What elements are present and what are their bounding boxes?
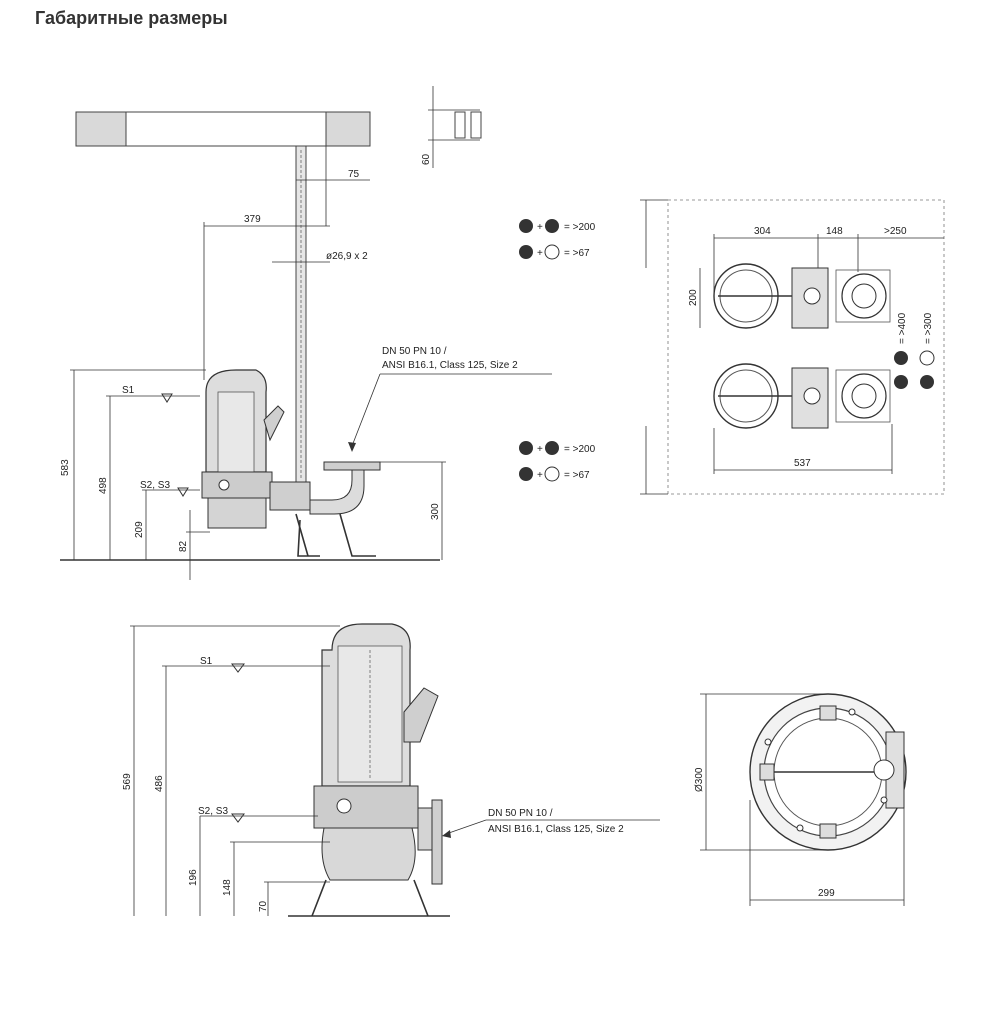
dim-304-label: 304 [754, 226, 771, 237]
discharge-flange [323, 461, 381, 471]
rule2-label: = >67 [564, 248, 590, 259]
clearance-rule-vertical: = >400 = >300 [894, 312, 935, 389]
ceiling-slab-right [325, 111, 371, 147]
pump-unit-lower [713, 363, 891, 429]
s2s3-bottom-label: S2, S3 [198, 806, 228, 817]
installation-side-view: 75 379 ø26,9 x 2 60 DN 50 PN 10 / ANSI [60, 86, 552, 580]
rule4-label: = >67 [564, 470, 590, 481]
installation-plan-view: + = >200 + = >67 + = >200 + = >67 304 14… [519, 199, 945, 495]
outlet-flange [431, 799, 443, 885]
s1-bottom-label: S1 [200, 656, 213, 667]
pump-unit-upper [713, 263, 891, 329]
pit-outline [667, 199, 945, 495]
pump-housing-lower [313, 785, 419, 829]
rule1-label: = >200 [564, 222, 596, 233]
dim-486-label: 486 [154, 775, 165, 792]
dim-196-label: 196 [188, 869, 199, 886]
pump-housing [201, 471, 273, 499]
pump-volute [207, 497, 267, 529]
pump-side-view: S1 S2, S3 569 486 196 148 70 DN 50 PN 10… [122, 623, 660, 917]
clearance-rule-4: + = >67 [519, 466, 590, 482]
dim-569-label: 569 [122, 773, 133, 790]
dim-583-label: 583 [60, 459, 71, 476]
discharge-elbow [309, 469, 365, 515]
dn-line2-label: ANSI B16.1, Class 125, Size 2 [382, 360, 518, 371]
clearance-rule-2: + = >67 [519, 244, 590, 260]
clearance-rule-1: + = >200 [519, 219, 596, 233]
dim-148-bottom-label: 148 [222, 879, 233, 896]
ceiling-slab-left [75, 111, 127, 147]
dn-bottom-line2: ANSI B16.1, Class 125, Size 2 [488, 824, 624, 835]
svg-text:+: + [537, 248, 543, 259]
page-title: Габаритные размеры [35, 8, 228, 28]
rail-diameter-label: ø26,9 x 2 [326, 251, 368, 262]
dim-379-label: 379 [244, 214, 261, 225]
rule3-label: = >200 [564, 444, 596, 455]
dim-250-label: >250 [884, 226, 907, 237]
pump-top-view: Ø300 299 [694, 693, 907, 906]
svg-text:+: + [537, 222, 543, 233]
s1-label: S1 [122, 385, 135, 396]
dim-148-label: 148 [826, 226, 843, 237]
clearance-rule-3: + = >200 [519, 441, 596, 455]
dim-209-label: 209 [134, 521, 145, 538]
dim-300-label: 300 [430, 503, 441, 520]
dn-line1-label: DN 50 PN 10 / [382, 346, 447, 357]
s2s3-label: S2, S3 [140, 480, 170, 491]
coupling [269, 481, 311, 511]
dim-200-label: 200 [688, 289, 699, 306]
dim-400-label: = >400 [897, 312, 908, 344]
ceiling-opening [125, 111, 327, 147]
dim-299-label: 299 [818, 888, 835, 899]
volute [321, 827, 416, 881]
pump-stand [311, 879, 429, 917]
dim-498-label: 498 [98, 477, 109, 494]
dim-75-label: 75 [348, 169, 360, 180]
dn-bottom-line1: DN 50 PN 10 / [488, 808, 553, 819]
dim-82-label: 82 [178, 540, 189, 552]
dim-70-label: 70 [258, 900, 269, 912]
dim-d300-label: Ø300 [694, 767, 705, 792]
svg-text:+: + [537, 470, 543, 481]
svg-text:+: + [537, 444, 543, 455]
dim-537-label: 537 [794, 458, 811, 469]
dim-60-label: 60 [421, 153, 432, 165]
dim-300-right-label: = >300 [923, 312, 934, 344]
